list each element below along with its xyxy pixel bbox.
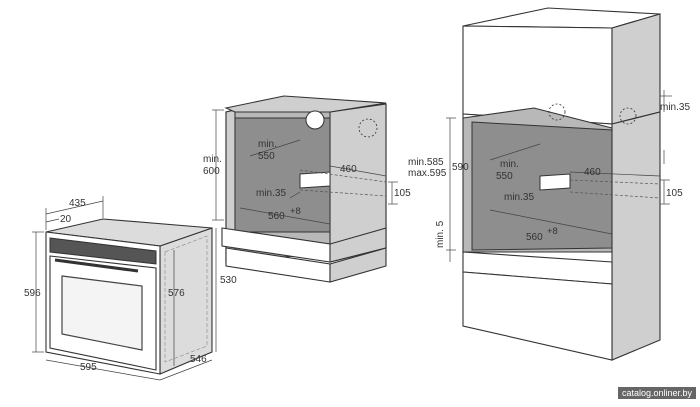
watermark-label: catalog.onliner.by: [617, 387, 696, 399]
oven-depth-label: 546: [190, 354, 207, 365]
col-height-min-label: min.585: [408, 157, 444, 168]
uc-min-depth-prefix: min.: [258, 139, 277, 150]
oven-unit: [45, 218, 213, 375]
col-niche-width-label: 560: [526, 232, 543, 243]
col-vent-width-label: 460: [584, 167, 601, 178]
uc-niche-width-label: 560: [268, 211, 285, 222]
col-base-gap-label: min. 5: [435, 220, 446, 248]
uc-min-depth-label: 550: [258, 151, 275, 162]
uc-vent-height-label: 105: [394, 188, 411, 199]
col-min-depth-prefix: min.: [500, 159, 519, 170]
col-min-depth-label: 550: [496, 171, 513, 182]
oven-width-label: 595: [80, 362, 97, 373]
uc-min-gap-label: min.35: [256, 188, 286, 199]
oven-top-offset-label: 20: [60, 214, 72, 225]
under-counter-cabinet: [221, 95, 387, 283]
under-counter-dimensions: [212, 109, 398, 225]
oven-dimensions: [32, 196, 217, 381]
oven-side-depth-label: 530: [220, 275, 237, 286]
uc-min-height-label: 600: [203, 166, 220, 177]
uc-niche-tolerance-label: +8: [290, 206, 301, 217]
col-vent-height-label: 105: [666, 188, 683, 199]
col-min-gap-label: min.35: [504, 192, 534, 203]
oven-top-width-label: 435: [69, 198, 86, 209]
col-niche-height-label: 590: [452, 162, 469, 173]
uc-min-height-prefix: min.: [203, 154, 222, 165]
oven-height-label: 596: [24, 288, 41, 299]
uc-vent-width-label: 460: [340, 164, 357, 175]
column-cabinet: [462, 7, 661, 361]
col-top-gap-label: min.35: [660, 102, 690, 113]
oven-inner-height-label: 576: [168, 288, 185, 299]
col-niche-tolerance-label: +8: [547, 226, 558, 237]
column-dimensions: [446, 90, 672, 262]
col-height-max-label: max.595: [408, 168, 447, 179]
